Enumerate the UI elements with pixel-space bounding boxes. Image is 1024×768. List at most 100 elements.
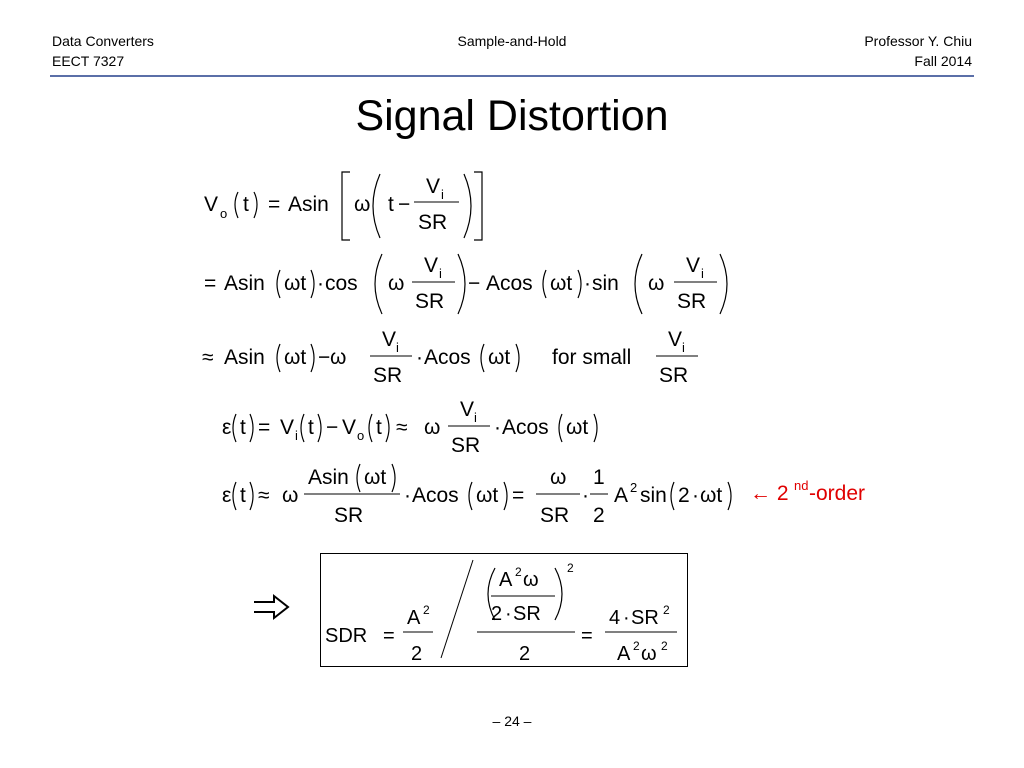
svg-text:SR: SR (513, 603, 541, 625)
svg-text:2: 2 (663, 603, 670, 617)
svg-text:Asin: Asin (288, 193, 329, 216)
svg-text:2: 2 (491, 603, 502, 625)
svg-text:SR: SR (659, 364, 688, 387)
slide-title: Signal Distortion (355, 92, 669, 140)
svg-text:Asin: Asin (224, 272, 265, 295)
svg-text:ω: ω (550, 466, 566, 489)
svg-text:=: = (512, 484, 524, 507)
svg-text:2: 2 (633, 639, 640, 653)
svg-text:nd: nd (794, 478, 808, 493)
svg-text:Acos: Acos (486, 272, 533, 295)
course-name: Data Converters (52, 33, 154, 49)
svg-text:2: 2 (519, 643, 530, 665)
svg-text:i: i (682, 340, 685, 355)
svg-text:A: A (407, 607, 421, 629)
svg-text:A: A (499, 569, 513, 591)
svg-text:4: 4 (609, 607, 620, 629)
svg-text:ω: ω (354, 193, 370, 216)
svg-text:SR: SR (677, 290, 706, 313)
svg-text:SR: SR (418, 211, 447, 234)
svg-text:V: V (424, 254, 438, 277)
svg-text:Asin: Asin (224, 346, 265, 369)
svg-text:A: A (614, 484, 628, 507)
equation-line-1: V o t = Asin ω t − V i SR (204, 171, 483, 241)
svg-text:ωt: ωt (284, 272, 306, 295)
svg-text:ωt: ωt (284, 346, 306, 369)
svg-text:·: · (582, 484, 589, 507)
equation-line-2: = Asin ωt · cos ω V i SR − Acos ωt · sin… (204, 253, 728, 315)
svg-text:2: 2 (678, 484, 690, 507)
header-divider (50, 75, 974, 77)
svg-text:≈: ≈ (202, 346, 214, 369)
svg-text:t: t (308, 416, 314, 439)
equation-line-4: ε t = V i t − V o t ≈ ω V i SR · Acos ωt (222, 398, 598, 457)
svg-text:SR: SR (334, 504, 363, 527)
svg-text:=: = (204, 272, 216, 295)
term: Fall 2014 (914, 53, 972, 69)
svg-text:ωt: ωt (566, 416, 588, 439)
svg-text:t: t (388, 193, 394, 216)
svg-text:cos: cos (325, 272, 358, 295)
svg-text:V: V (342, 416, 356, 439)
svg-text:·: · (623, 607, 630, 629)
svg-text:ω: ω (523, 569, 539, 591)
svg-text:V: V (382, 328, 396, 351)
svg-text:i: i (474, 410, 477, 425)
svg-text:=: = (581, 625, 593, 647)
equation-line-3: ≈ Asin ωt − ω V i SR · Acos ωt for small… (202, 328, 698, 387)
equation-block: V o t = Asin ω t − V i SR = Asin ωt · co… (202, 171, 865, 527)
svg-text:SR: SR (373, 364, 402, 387)
svg-text:ε: ε (222, 484, 231, 507)
svg-text:−: − (326, 416, 338, 439)
svg-text:1: 1 (593, 466, 605, 489)
svg-text:2: 2 (423, 603, 430, 617)
svg-text:≈: ≈ (396, 416, 408, 439)
svg-text:ω: ω (388, 272, 404, 295)
svg-text:ω: ω (641, 643, 657, 665)
svg-text:ωt: ωt (488, 346, 510, 369)
svg-text:ω: ω (424, 416, 440, 439)
svg-text:SR: SR (451, 434, 480, 457)
svg-text:SR: SR (540, 504, 569, 527)
svg-text:t: t (240, 484, 246, 507)
svg-text:i: i (441, 187, 444, 202)
course-code: EECT 7327 (52, 53, 125, 69)
svg-text:·: · (584, 272, 591, 295)
svg-text:V: V (668, 328, 682, 351)
header-right: Professor Y. Chiu Fall 2014 (864, 31, 972, 71)
svg-text:−: − (468, 272, 480, 295)
svg-text:Acos: Acos (424, 346, 471, 369)
svg-text:·: · (494, 416, 501, 439)
svg-text:·: · (404, 484, 411, 507)
svg-text:·: · (505, 603, 512, 625)
svg-text:·: · (416, 346, 423, 369)
svg-text:Acos: Acos (412, 484, 459, 507)
svg-text:=: = (268, 193, 280, 216)
equation-line-5: ε t ≈ ω Asin ωt SR · Acos ωt = ω SR · 1 … (222, 463, 865, 527)
order-note: ← 2 (750, 482, 789, 505)
svg-text:2: 2 (661, 639, 668, 653)
svg-text:2: 2 (630, 480, 637, 495)
svg-text:t: t (243, 193, 249, 216)
svg-text:i: i (439, 266, 442, 281)
implies-arrow-icon (254, 593, 290, 621)
instructor-name: Professor Y. Chiu (864, 33, 972, 49)
svg-text:≈: ≈ (258, 484, 270, 507)
svg-text:V: V (204, 193, 218, 216)
header-left: Data Converters EECT 7327 (52, 31, 154, 71)
svg-text:i: i (701, 266, 704, 281)
svg-text:ω: ω (648, 272, 664, 295)
svg-text:2: 2 (567, 561, 574, 575)
svg-text:·: · (692, 484, 699, 507)
svg-text:−: − (398, 193, 410, 216)
svg-text:t: t (376, 416, 382, 439)
svg-text:SDR: SDR (325, 625, 367, 647)
svg-text:sin: sin (640, 484, 667, 507)
svg-text:i: i (295, 428, 298, 443)
svg-text:for small: for small (552, 346, 631, 369)
svg-text:ωt: ωt (476, 484, 498, 507)
svg-text:·: · (317, 272, 324, 295)
svg-text:ωt: ωt (550, 272, 572, 295)
svg-text:Asin: Asin (308, 466, 349, 489)
svg-text:V: V (280, 416, 294, 439)
